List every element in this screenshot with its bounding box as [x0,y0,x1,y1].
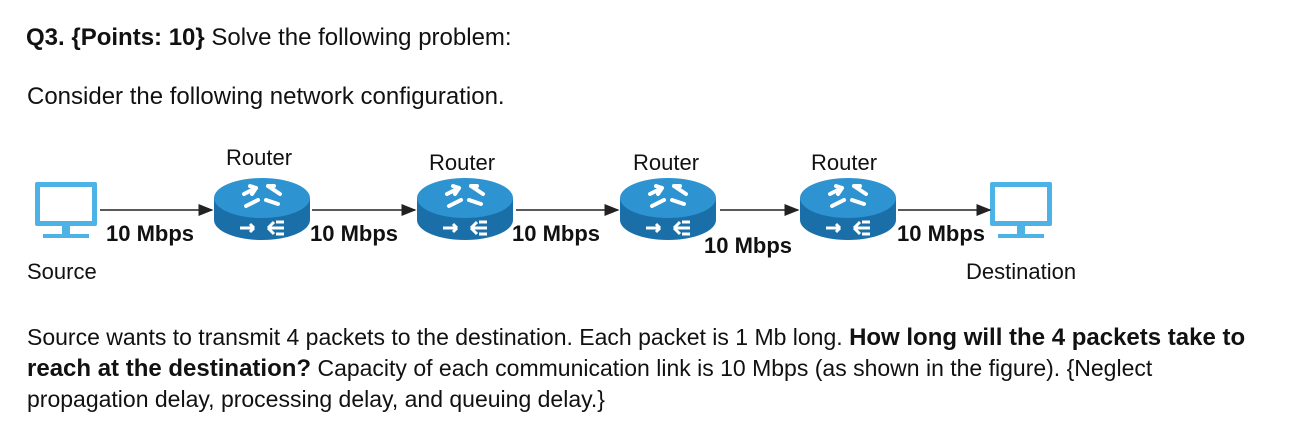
router-icon [798,176,898,242]
network-diagram: Router Router Router Router 10 Mbps 10 M… [0,140,1300,300]
router-label: Router [811,150,878,175]
router-label: Router [226,145,293,170]
destination-label: Destination [966,259,1077,284]
link-speed-label: 10 Mbps [704,233,793,258]
router-label: Router [633,150,700,175]
router-icon [618,176,718,242]
link-speed-label: 10 Mbps [512,221,601,246]
question-instruction: Solve the following problem: [211,24,512,51]
question-number: Q3. [26,24,65,51]
problem-part1: Source wants to transmit 4 packets to th… [27,324,850,350]
link-speed-label: 10 Mbps [106,221,195,246]
problem-question: How long will the 4 packets take to reac… [27,324,1246,382]
problem-part2: Capacity of each communication link is 1… [27,355,1153,412]
source-monitor-icon [35,182,97,238]
router-icon [212,176,312,242]
destination-monitor-icon [990,182,1052,238]
router-label: Router [429,150,496,175]
intro-text: Consider the following network configura… [27,83,505,110]
router-icon [415,176,515,242]
network-diagram-graphic [35,176,1052,242]
source-label: Source [27,259,97,284]
link-speed-label: 10 Mbps [310,221,399,246]
question-points: {Points: 10} [71,24,205,51]
problem-text: Source wants to transmit 4 packets to th… [27,322,1277,415]
question-header: Q3. {Points: 10} Solve the following pro… [26,24,512,52]
link-speed-label: 10 Mbps [897,221,986,246]
